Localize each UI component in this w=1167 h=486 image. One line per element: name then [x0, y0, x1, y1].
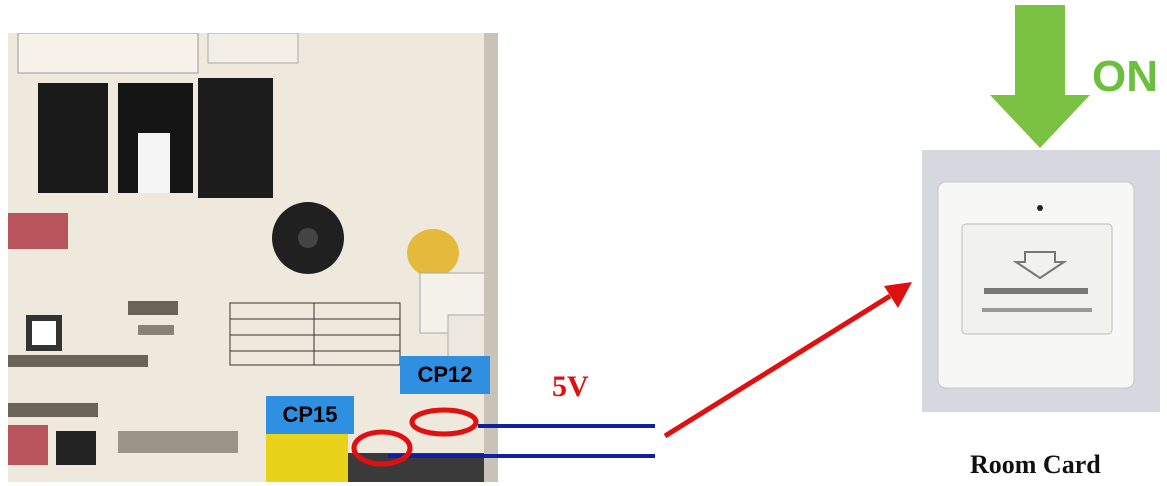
cp12-label: CP12: [400, 356, 490, 394]
pcb-photo: [8, 33, 498, 482]
down-arrow-icon: [990, 5, 1090, 148]
cp15-label: CP15: [266, 396, 354, 434]
room-card-label: Room Card: [970, 450, 1101, 480]
on-label: ON: [1092, 52, 1158, 102]
room-card-switch-photo: [922, 150, 1160, 412]
voltage-label: 5V: [552, 370, 589, 404]
pointer-arrow-icon: [665, 296, 890, 436]
